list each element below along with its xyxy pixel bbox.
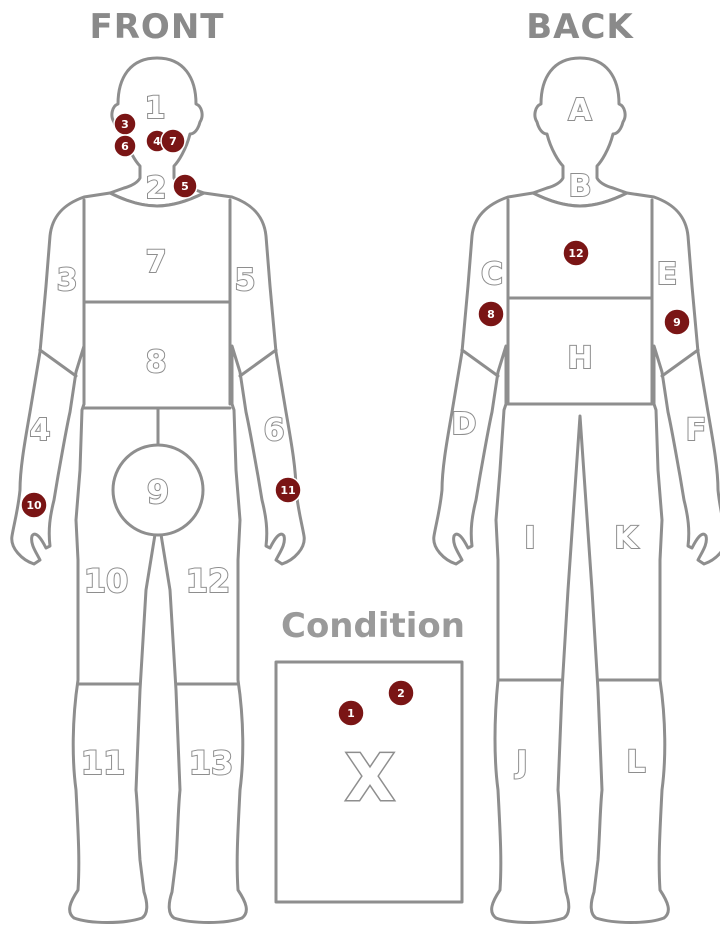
front-zone-label: 10 <box>84 562 129 600</box>
back-zone-label: F <box>686 413 707 448</box>
back-zone-label: C <box>481 257 503 292</box>
svg-text:8: 8 <box>487 308 495 321</box>
front-zone-label: 4 <box>30 413 51 448</box>
front-marker[interactable]: 6 <box>114 135 136 157</box>
back-zone-label: I <box>524 521 535 556</box>
front-marker[interactable]: 3 <box>114 113 136 135</box>
front-zone-label: 2 <box>146 171 167 206</box>
back-zone-label: L <box>626 745 645 780</box>
svg-text:2: 2 <box>397 687 405 700</box>
front-marker[interactable]: 7 <box>161 129 185 153</box>
condition-header: Condition <box>281 606 465 646</box>
front-zone-label: 7 <box>146 245 167 280</box>
svg-text:6: 6 <box>121 140 129 153</box>
back-zone-label: B <box>569 169 592 204</box>
front-zone-label: 13 <box>189 744 234 782</box>
svg-text:10: 10 <box>26 499 42 512</box>
front-marker[interactable]: 5 <box>173 174 197 198</box>
svg-text:12: 12 <box>568 247 583 260</box>
back-zone-label: K <box>614 521 639 556</box>
front-zone-label: 5 <box>235 263 256 298</box>
front-zone-label: 8 <box>146 345 167 380</box>
back-marker[interactable]: 9 <box>664 309 690 335</box>
back-marker[interactable]: 8 <box>478 301 504 327</box>
back-zone-label: A <box>568 93 592 128</box>
svg-text:5: 5 <box>181 180 189 193</box>
back-zone-label: E <box>657 257 678 292</box>
front-marker[interactable]: 10 <box>21 492 47 518</box>
front-zone-label: 6 <box>264 413 285 448</box>
front-zone-label: 1 <box>145 91 166 126</box>
back-zone-label: D <box>452 407 477 442</box>
back-zone-label: H <box>567 341 592 376</box>
front-zone-label: 11 <box>81 744 126 782</box>
svg-text:3: 3 <box>121 118 129 131</box>
svg-text:4: 4 <box>153 135 161 148</box>
condition-marker[interactable]: 1 <box>338 700 364 726</box>
front-marker[interactable]: 11 <box>275 477 301 503</box>
front-header: FRONT <box>90 7 225 47</box>
back-marker[interactable]: 12 <box>563 240 589 266</box>
svg-text:11: 11 <box>280 484 295 497</box>
svg-text:7: 7 <box>169 135 177 148</box>
front-zone-label: 3 <box>57 263 78 298</box>
front-zone-label: 9 <box>147 473 169 511</box>
svg-text:1: 1 <box>347 707 355 720</box>
front-zone-label: 12 <box>186 562 231 600</box>
back-header: BACK <box>526 7 634 47</box>
back-zone-label: J <box>514 745 527 780</box>
condition-marker[interactable]: 2 <box>388 680 414 706</box>
condition-zone-label: X <box>345 742 394 816</box>
svg-text:9: 9 <box>673 316 681 329</box>
